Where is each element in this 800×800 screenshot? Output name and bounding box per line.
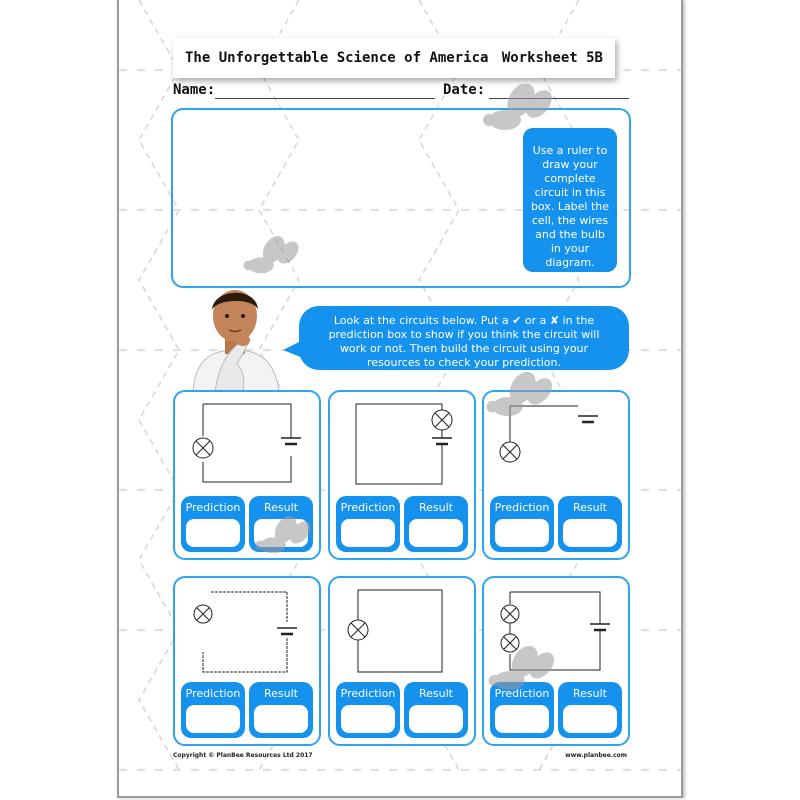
circuits-instruction-bubble: Look at the circuits below. Put a ✔ or a… (299, 306, 629, 370)
prediction-input-area[interactable] (186, 519, 240, 547)
bee-watermark-icon (483, 84, 552, 130)
circuit-diagram-2 (355, 403, 453, 485)
speech-bubble-tail (283, 340, 303, 358)
circuit-diagram-5 (347, 589, 443, 673)
prediction-input-area[interactable] (495, 519, 549, 547)
circuit-diagram-6 (500, 591, 610, 671)
prediction-input-area[interactable] (341, 519, 395, 547)
circuit-diagram-4 (193, 591, 297, 673)
worksheet-page: The Unforgettable Science of America Wor… (117, 0, 683, 798)
name-date-row: Name: Date: (173, 82, 629, 102)
bee-watermark-icon (486, 372, 552, 417)
prediction-input-area[interactable] (495, 705, 549, 733)
bee-watermark-icon (243, 236, 299, 274)
circuit-card-5: Prediction Result (328, 576, 476, 746)
circuit-drawing-box[interactable] (171, 108, 631, 288)
worksheet-number: Worksheet 5B (501, 50, 603, 66)
result-input-area[interactable] (409, 519, 463, 547)
prediction-box-2[interactable]: Prediction (336, 496, 400, 552)
circuit-card-1: Prediction Result (173, 390, 321, 560)
name-label: Name: (173, 82, 216, 98)
circuit-card-6: Prediction Result (482, 576, 630, 746)
result-box-5[interactable]: Result (404, 682, 468, 738)
result-label: Result (419, 501, 453, 514)
prediction-box-1[interactable]: Prediction (181, 496, 245, 552)
prediction-label: Prediction (340, 501, 396, 514)
circuit-diagram-3 (499, 405, 598, 463)
result-box-4[interactable]: Result (249, 682, 313, 738)
prediction-label: Prediction (185, 687, 241, 700)
prediction-label: Prediction (494, 501, 550, 514)
prediction-input-area[interactable] (341, 705, 395, 733)
result-label: Result (264, 501, 298, 514)
prediction-label: Prediction (340, 687, 396, 700)
prediction-label: Prediction (494, 687, 550, 700)
thinking-person-illustration (192, 290, 280, 392)
result-box-6[interactable]: Result (558, 682, 622, 738)
circuit-card-2: Prediction Result (328, 390, 476, 560)
result-label: Result (419, 687, 453, 700)
date-label: Date: (443, 82, 486, 98)
prediction-box-4[interactable]: Prediction (181, 682, 245, 738)
result-input-area[interactable] (563, 519, 617, 547)
result-label: Result (264, 687, 298, 700)
result-input-area[interactable] (563, 705, 617, 733)
result-input-area[interactable] (409, 705, 463, 733)
result-box-2[interactable]: Result (404, 496, 468, 552)
website-link[interactable]: www.planbee.com (565, 752, 627, 759)
prediction-label: Prediction (185, 501, 241, 514)
circuit-diagram-1 (192, 403, 301, 483)
result-label: Result (573, 501, 607, 514)
prediction-box-6[interactable]: Prediction (490, 682, 554, 738)
prediction-box-3[interactable]: Prediction (490, 496, 554, 552)
prediction-input-area[interactable] (186, 705, 240, 733)
bee-watermark-icon (255, 516, 311, 554)
title-bar: The Unforgettable Science of America Wor… (173, 38, 615, 78)
result-label: Result (573, 687, 607, 700)
copyright-text: Copyright © PlanBee Resources Ltd 2017 (173, 752, 313, 759)
result-box-3[interactable]: Result (558, 496, 622, 552)
result-input-area[interactable] (254, 705, 308, 733)
circuit-card-4: Prediction Result (173, 576, 321, 746)
name-line[interactable] (215, 98, 435, 99)
circuit-card-3: Prediction Result (482, 390, 630, 560)
drawing-instruction: Use a ruler to draw your complete circui… (523, 128, 617, 272)
date-line[interactable] (489, 98, 629, 99)
worksheet-title: The Unforgettable Science of America (185, 50, 489, 66)
prediction-box-5[interactable]: Prediction (336, 682, 400, 738)
bee-watermark-icon (488, 646, 554, 691)
